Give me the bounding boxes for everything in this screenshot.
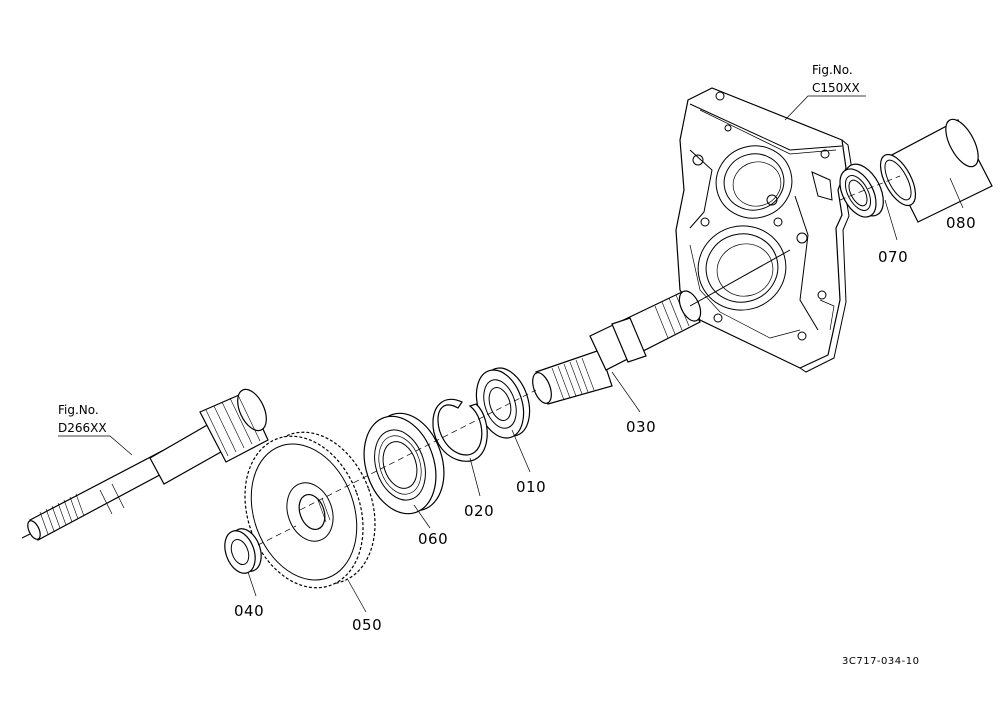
part-020-snap-ring [432,398,488,462]
part-080-bushing [879,118,993,223]
housing-case [675,87,853,373]
housing-fig-label: Fig.No. [812,63,853,77]
part-070-oil-seal [839,163,884,218]
part-010-ball-bearing [475,367,531,439]
assembly-axis [257,175,901,546]
part-040-collar [224,528,262,574]
drawing-code: 3C717-034-10 [842,656,919,667]
shaft-fig-code: D266XX [58,421,107,435]
housing-fig-code: C150XX [812,81,860,95]
part-label-070: 070 [878,248,908,266]
part-label-080: 080 [946,214,976,232]
shaft-fig-label: Fig.No. [58,403,99,417]
part-label-060: 060 [418,530,448,548]
part-label-050: 050 [352,616,382,634]
part-label-040: 040 [234,602,264,620]
part-label-010: 010 [516,478,546,496]
part-label-020: 020 [464,502,494,520]
leader-lines [58,95,964,613]
part-label-030: 030 [626,418,656,436]
part-060-ball-bearing [363,412,445,515]
input-shaft [21,388,269,541]
part-030-splined-shaft [532,249,791,405]
part-050-spur-gear [244,431,376,589]
figure-reference-shaft: Fig.No. D266XX [58,403,107,435]
figure-reference-housing: Fig.No. C150XX [812,63,860,95]
